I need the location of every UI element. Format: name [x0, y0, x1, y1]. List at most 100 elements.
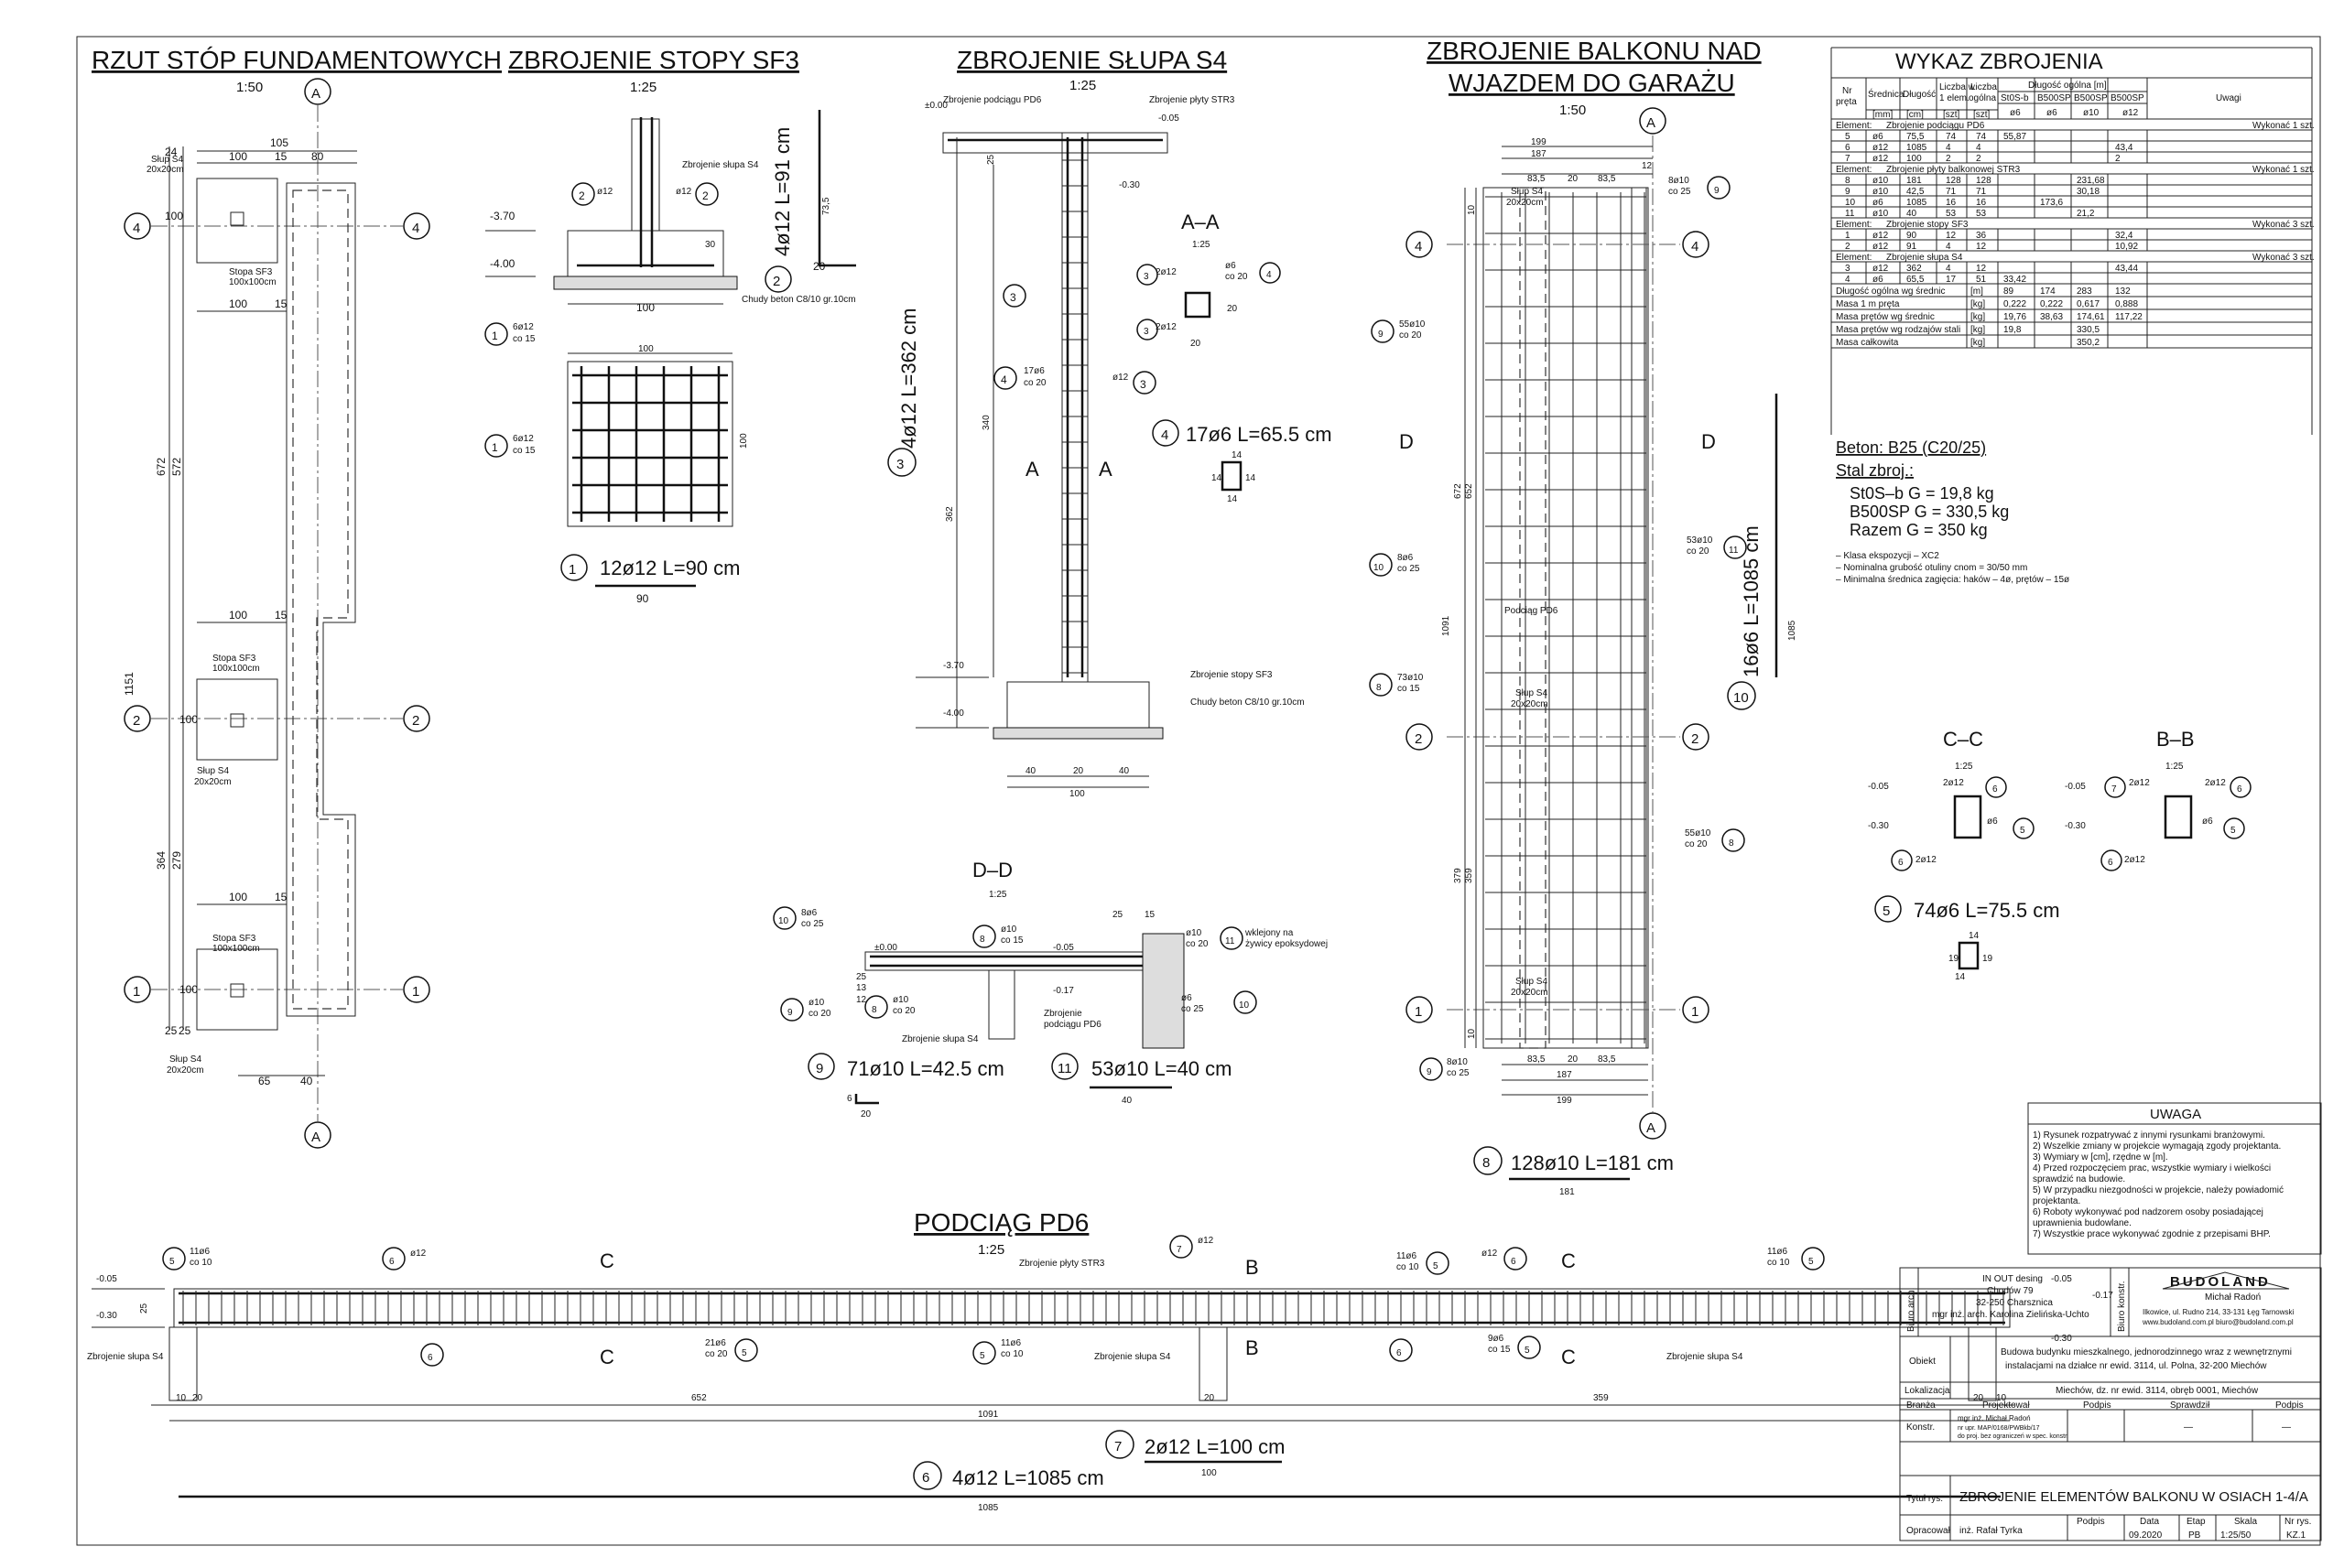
- table-cell: ø12: [1872, 231, 1889, 241]
- svg-text:Chudy beton C8/10 gr.10cm: Chudy beton C8/10 gr.10cm: [742, 295, 856, 305]
- svg-text:6: 6: [1511, 1257, 1516, 1267]
- table-cell: 0,888: [2115, 299, 2138, 309]
- table-cell: 231,68: [2077, 176, 2105, 186]
- table-cell: [m]: [1970, 287, 1983, 297]
- svg-text:1091: 1091: [1441, 615, 1451, 636]
- svg-text:ø6: ø6: [1181, 993, 1192, 1003]
- svg-text:55ø10: 55ø10: [1685, 828, 1711, 838]
- svg-text:1: 1: [1691, 1004, 1698, 1020]
- svg-text:1085: 1085: [978, 1503, 999, 1513]
- table-cell: 12: [1946, 231, 1957, 241]
- foundation-plan: RZUT STÓP FUNDAMENTOWYCH 1:50 A A 4 4 2 …: [92, 46, 502, 1149]
- svg-text:mgr inż. Michał Radoń: mgr inż. Michał Radoń: [1958, 1414, 2031, 1422]
- svg-text:2: 2: [133, 713, 140, 729]
- svg-text:– Nominalna grubość otuliny cn: – Nominalna grubość otuliny cnom = 30/50…: [1836, 563, 2027, 573]
- svg-text:25: 25: [856, 972, 867, 982]
- table-cell: 181: [1906, 176, 1922, 186]
- svg-text:ø12: ø12: [1481, 1249, 1498, 1259]
- table-cell: 1085: [1906, 198, 1927, 208]
- svg-text:20x20cm: 20x20cm: [194, 777, 232, 787]
- svg-text:Chodów 79: Chodów 79: [1987, 1286, 2034, 1296]
- table-cell: Długość ogólna [m]: [2028, 81, 2107, 91]
- svg-text:4: 4: [1161, 427, 1168, 443]
- svg-text:21ø6: 21ø6: [705, 1338, 726, 1348]
- table-cell: Element:: [1836, 165, 1872, 175]
- svg-text:2ø12: 2ø12: [1156, 322, 1177, 332]
- svg-text:2: 2: [579, 189, 585, 202]
- svg-text:ø10: ø10: [1186, 928, 1202, 938]
- table-cell: ø6: [1872, 198, 1883, 208]
- balcony-slab: ZBROJENIE BALKONU NAD WJAZDEM DO GARAŻU …: [1369, 37, 1797, 1197]
- svg-text:podciągu PD6: podciągu PD6: [1044, 1020, 1101, 1030]
- svg-text:4ø12 L=91 cm: 4ø12 L=91 cm: [771, 127, 794, 256]
- table-cell: 38,63: [2040, 312, 2063, 322]
- axis-4-left: [124, 212, 151, 240]
- table-cell: 3: [1845, 264, 1850, 274]
- svg-text:5: 5: [1525, 1346, 1530, 1356]
- svg-text:1: 1: [492, 441, 498, 454]
- svg-text:6: 6: [1396, 1348, 1402, 1358]
- table-cell: 71: [1976, 187, 1987, 197]
- table-cell: 11: [1845, 209, 1855, 219]
- svg-text:65: 65: [258, 1075, 271, 1087]
- svg-text:3: 3: [896, 457, 904, 472]
- svg-text:187: 187: [1531, 149, 1546, 159]
- axis-1-left: [124, 976, 151, 1003]
- svg-text:2ø12: 2ø12: [1943, 778, 1964, 788]
- svg-text:4: 4: [1691, 239, 1698, 254]
- svg-text:13: 13: [856, 983, 867, 993]
- svg-text:8: 8: [1729, 838, 1734, 849]
- plan-scale: 1:50: [236, 80, 263, 95]
- svg-text:53ø10: 53ø10: [1687, 535, 1713, 546]
- svg-text:340: 340: [982, 415, 992, 430]
- table-cell: 0,617: [2077, 299, 2100, 309]
- svg-text:362: 362: [945, 506, 955, 522]
- svg-text:Projektował: Projektował: [1982, 1400, 2030, 1411]
- svg-text:co 20: co 20: [1399, 330, 1422, 341]
- table-cell: pręta: [1836, 97, 1857, 107]
- svg-text:14: 14: [1969, 931, 1980, 941]
- svg-text:6ø12: 6ø12: [513, 434, 534, 444]
- table-cell: 0,222: [2003, 299, 2026, 309]
- svg-text:Beton: B25 (C20/25): Beton: B25 (C20/25): [1836, 438, 1986, 457]
- table-cell: Długość: [1903, 90, 1936, 100]
- table-cell: 30,18: [2077, 187, 2100, 197]
- svg-text:Tytuł rys.: Tytuł rys.: [1906, 1494, 1943, 1504]
- svg-text:D–D: D–D: [972, 859, 1013, 881]
- table-cell: 128: [1946, 176, 1961, 186]
- svg-text:364: 364: [155, 851, 168, 870]
- table-cell: 117,22: [2115, 312, 2143, 322]
- svg-text:20x20cm: 20x20cm: [1506, 198, 1544, 208]
- svg-text:8ø6: 8ø6: [801, 908, 818, 918]
- table-cell: [mm]: [1872, 110, 1893, 120]
- section-c-top-left: C: [600, 1249, 614, 1272]
- table-cell: 4: [1946, 264, 1951, 274]
- svg-text:wklejony na: wklejony na: [1244, 928, 1294, 938]
- table-cell: 2: [1845, 242, 1850, 252]
- svg-text:Michał Radoń: Michał Radoń: [2205, 1292, 2261, 1303]
- table-cell: Element:: [1836, 220, 1872, 230]
- svg-text:—: —: [2282, 1422, 2291, 1433]
- table-cell: 362: [1906, 264, 1922, 274]
- table-cell: B500SP: [2074, 93, 2108, 103]
- svg-text:19: 19: [1982, 954, 1993, 964]
- svg-text:7) Wszystkie prace wykonywać z: 7) Wszystkie prace wykonywać zgodnie z p…: [2033, 1229, 2271, 1239]
- table-cell: ø6: [2046, 108, 2057, 118]
- svg-text:100: 100: [165, 210, 183, 222]
- svg-text:20x20cm: 20x20cm: [1511, 699, 1548, 709]
- svg-text:100: 100: [179, 983, 198, 996]
- svg-text:3: 3: [1144, 327, 1149, 337]
- svg-text:16ø6 L=1085 cm: 16ø6 L=1085 cm: [1740, 525, 1763, 677]
- svg-text:40: 40: [1119, 766, 1130, 776]
- svg-text:Zbrojenie słupa S4: Zbrojenie słupa S4: [87, 1352, 164, 1362]
- table-cell: 2: [1976, 154, 1981, 164]
- svg-text:ø6: ø6: [1225, 261, 1236, 271]
- budoland-logo: BUDOLAND: [2170, 1274, 2271, 1290]
- svg-text:5: 5: [1433, 1261, 1438, 1271]
- svg-text:1:25: 1:25: [1955, 762, 1973, 772]
- svg-text:co 25: co 25: [1668, 187, 1691, 197]
- table-cell: ø12: [1872, 264, 1889, 274]
- svg-text:1: 1: [492, 330, 498, 342]
- table-cell: 19,8: [2003, 325, 2022, 335]
- rebar-schedule-table: WYKAZ ZBROJENIA NrprętaŚrednicaDługośćLi…: [1830, 47, 2315, 435]
